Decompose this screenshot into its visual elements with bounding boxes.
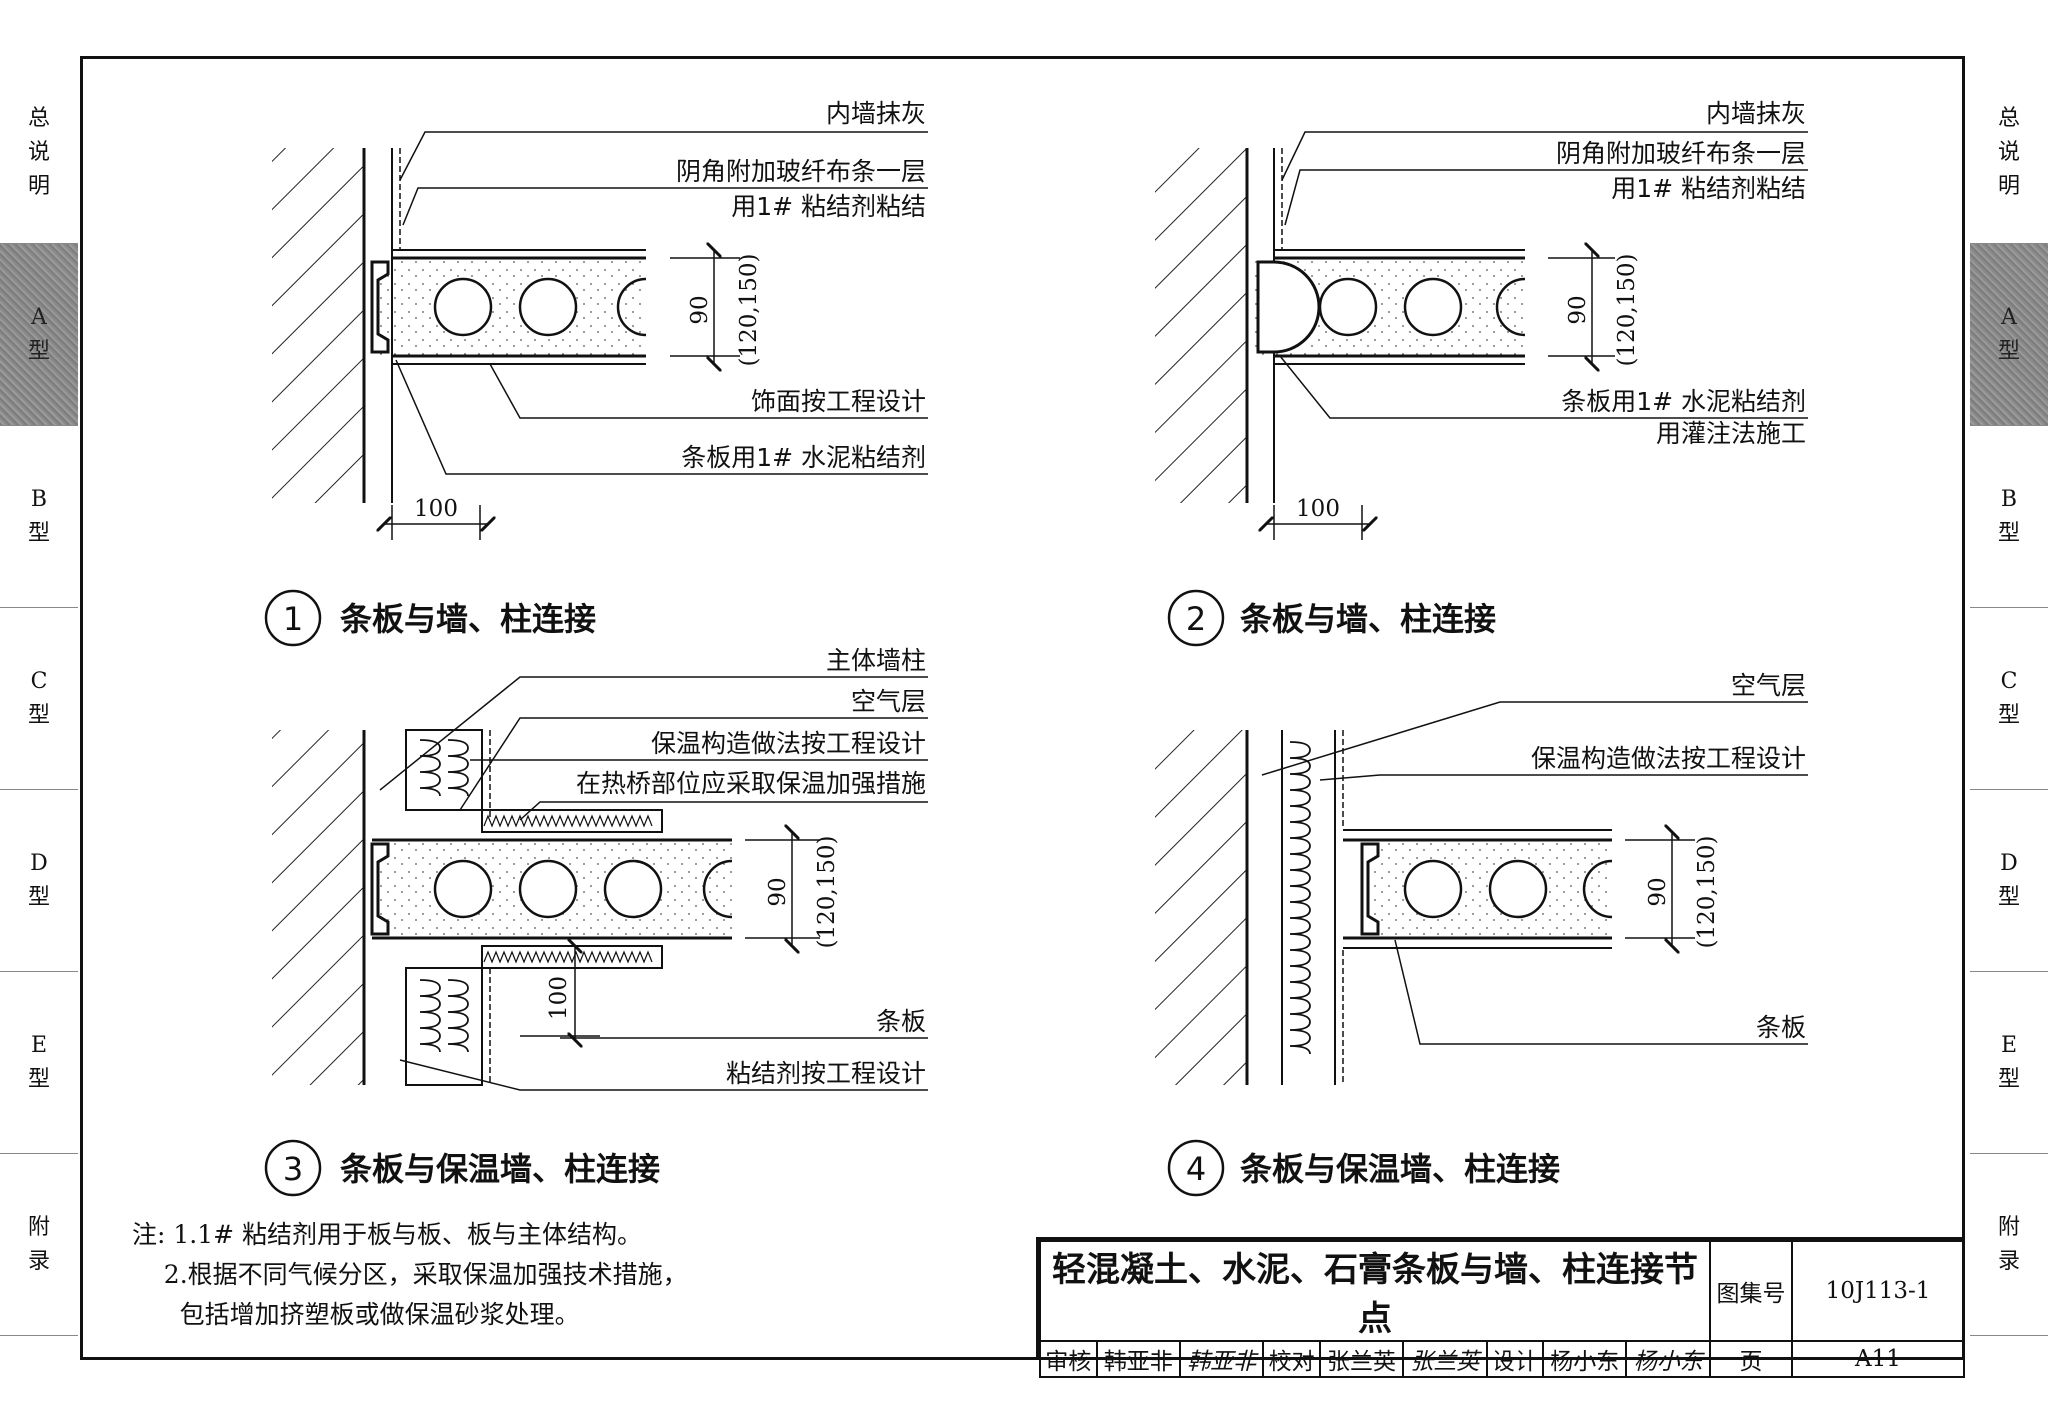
label-cement-adhesive: 条板用1# 水泥粘结剂 <box>681 443 926 472</box>
detail-4: 90 (120,150) 空气层 保温构造做法按工程设计 条板 4 条板与保温墙… <box>1155 671 1808 1197</box>
label-strip-panel: 条板 <box>876 1007 926 1036</box>
tab-general[interactable]: 总说明 <box>1970 62 2048 244</box>
reviewer-signature: 韩亚非 <box>1178 1340 1265 1378</box>
notes: 注: 1.1# 粘结剂用于板与板、板与主体结构。 2.根据不同气候分区，采取保温… <box>132 1215 688 1335</box>
dim-thickness: 90 <box>1565 295 1591 324</box>
drawing-title: 轻混凝土、水泥、石膏条板与墙、柱连接节点 <box>1039 1240 1711 1342</box>
dim-alt: (120,150) <box>814 835 840 948</box>
detail-caption: 条板与墙、柱连接 <box>1240 600 1496 638</box>
detail-caption: 条板与墙、柱连接 <box>340 600 596 638</box>
label-interior-plaster: 内墙抹灰 <box>1706 99 1806 128</box>
label-adhesive-design: 粘结剂按工程设计 <box>726 1059 926 1088</box>
note-2: 2.根据不同气候分区，采取保温加强技术措施， <box>132 1260 688 1289</box>
note-1: 注: 1.1# 粘结剂用于板与板、板与主体结构。 <box>132 1220 643 1249</box>
label-air-layer: 空气层 <box>1731 671 1806 700</box>
detail-number: 2 <box>1186 600 1206 638</box>
detail-caption: 条板与保温墙、柱连接 <box>1240 1150 1560 1188</box>
wall-hatch <box>1155 148 1247 503</box>
detail-number: 3 <box>283 1150 303 1188</box>
label-interior-plaster: 内墙抹灰 <box>826 99 926 128</box>
tab-appendix[interactable]: 附录 <box>1970 1154 2048 1336</box>
atlas-number: 10J113-1 <box>1791 1240 1965 1342</box>
page-label: 页 <box>1709 1340 1793 1378</box>
check-label: 校对 <box>1262 1340 1321 1378</box>
dim-alt: (120,150) <box>1694 835 1720 948</box>
detail-1: 90 (120,150) 100 内墙抹灰 阴角附加玻纤布条一层 用1# 粘结剂… <box>264 99 928 647</box>
dim-alt: (120,150) <box>736 253 762 366</box>
strip-panel <box>1362 840 1612 938</box>
designer-name: 杨小东 <box>1542 1340 1628 1378</box>
label-thermal-bridge: 在热桥部位应采取保温加强措施 <box>576 769 926 798</box>
label-air-layer: 空气层 <box>851 687 926 716</box>
page-number: A11 <box>1791 1340 1965 1378</box>
checker-name: 张兰英 <box>1318 1340 1405 1378</box>
label-insulation: 保温构造做法按工程设计 <box>651 729 926 758</box>
detail-caption: 条板与保温墙、柱连接 <box>340 1150 660 1188</box>
note-3: 包括增加挤塑板或做保温砂浆处理。 <box>132 1300 580 1329</box>
label-insulation: 保温构造做法按工程设计 <box>1531 744 1806 773</box>
label-fiberglass-strip: 阴角附加玻纤布条一层 <box>1556 139 1806 168</box>
dim-thickness: 90 <box>1645 877 1671 906</box>
strip-panel <box>372 258 646 356</box>
label-main-structure: 主体墙柱 <box>826 646 926 675</box>
designer-signature: 杨小东 <box>1625 1340 1711 1378</box>
dim-width: 100 <box>546 976 572 1020</box>
label-fiberglass-strip: 阴角附加玻纤布条一层 <box>676 157 926 186</box>
dim-thickness: 90 <box>765 877 791 906</box>
tab-appendix[interactable]: 附录 <box>0 1154 78 1336</box>
review-label: 审核 <box>1039 1340 1098 1378</box>
atlas-label: 图集号 <box>1709 1240 1793 1342</box>
drawing-frame <box>80 56 1965 1360</box>
dim-alt: (120,150) <box>1614 253 1640 366</box>
label-adhesive: 用1# 粘结剂粘结 <box>1611 174 1806 203</box>
checker-signature: 张兰英 <box>1402 1340 1488 1378</box>
title-block: 轻混凝土、水泥、石膏条板与墙、柱连接节点 图集号 10J113-1 审核 韩亚非… <box>1036 1237 1965 1378</box>
label-grouting: 用灌注法施工 <box>1656 419 1806 448</box>
dim-width: 100 <box>414 496 458 522</box>
detail-number: 1 <box>283 600 303 638</box>
wall-hatch <box>1155 730 1247 1085</box>
label-cement-adhesive: 条板用1# 水泥粘结剂 <box>1561 387 1806 416</box>
detail-number: 4 <box>1186 1150 1206 1188</box>
wall-hatch <box>272 730 364 1085</box>
dim-thickness: 90 <box>687 295 713 324</box>
reviewer-name: 韩亚非 <box>1095 1340 1181 1378</box>
tab-general[interactable]: 总说明 <box>0 62 78 244</box>
label-strip-panel: 条板 <box>1756 1013 1806 1042</box>
wall-hatch <box>272 148 364 503</box>
detail-2: 90 (120,150) 100 内墙抹灰 阴角附加玻纤布条一层 用1# 粘结剂… <box>1155 99 1808 647</box>
dim-width: 100 <box>1296 496 1340 522</box>
design-label: 设计 <box>1485 1340 1545 1378</box>
label-adhesive: 用1# 粘结剂粘结 <box>731 192 926 221</box>
label-finish: 饰面按工程设计 <box>751 387 926 416</box>
detail-3: 90 (120,150) 100 主体墙柱 空气层 保温构造做法按工程设计 在热… <box>264 646 928 1197</box>
